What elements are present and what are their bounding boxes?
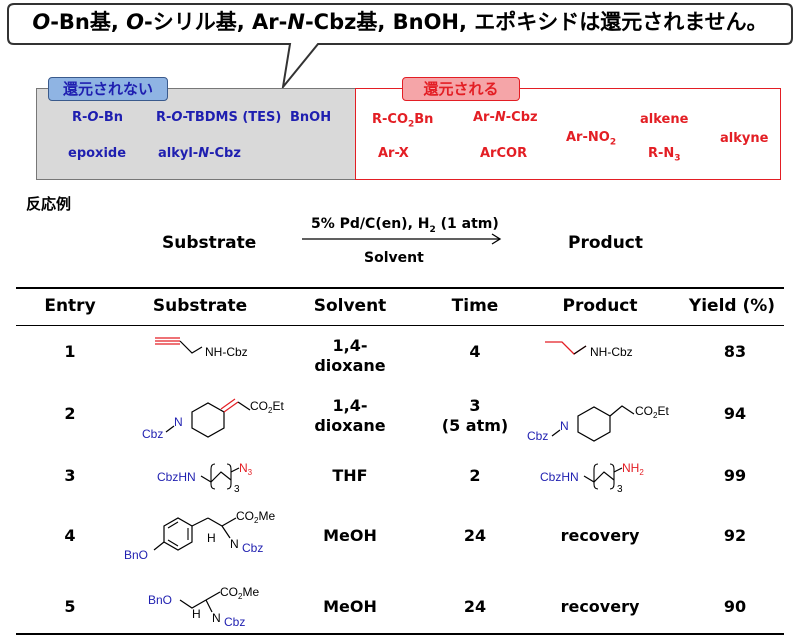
item-arcor: ArCOR: [480, 146, 528, 161]
substrate-3-structure: CbzHN 3 N3: [157, 461, 253, 494]
product-2-structure: CO2Et N Cbz: [527, 404, 669, 443]
svg-text:Cbz: Cbz: [224, 615, 245, 629]
table-row-product: recovery: [560, 526, 640, 545]
svg-text:3: 3: [234, 484, 240, 494]
not-reduced-label-text: 還元されない: [62, 80, 153, 98]
callout-part: O: [32, 10, 51, 34]
item-ar-n-cbz: Ar-N-Cbz: [473, 110, 538, 125]
svg-text:CbzHN: CbzHN: [157, 470, 196, 484]
svg-text:BnO: BnO: [148, 593, 172, 607]
table-row-entry: 5: [64, 597, 76, 616]
svg-text:N: N: [174, 415, 183, 429]
callout-part: -シリル基, Ar-: [144, 10, 288, 34]
table-row-entry: 1: [64, 342, 76, 361]
svg-text:CO2Me: CO2Me: [220, 585, 259, 601]
scheme-product: Product: [568, 233, 643, 253]
table-row-solvent: MeOH: [323, 597, 377, 616]
svg-text:NH-Cbz: NH-Cbz: [205, 345, 248, 359]
not-reduced-label: 還元されない: [48, 77, 168, 101]
reduced-label: 還元される: [402, 77, 520, 101]
svg-text:CO2Et: CO2Et: [250, 399, 284, 415]
table-row-time: 2: [469, 466, 481, 485]
svg-text:H: H: [192, 607, 201, 621]
item-r-o-tbdms: R-O-TBDMS (TES): [156, 110, 282, 125]
table-row-solvent: 1,4-dioxane: [314, 396, 386, 435]
table-row-product: recovery: [560, 597, 640, 616]
table-row-solvent: THF: [332, 466, 368, 485]
table-bottom-rule: [16, 633, 784, 635]
svg-text:3: 3: [617, 484, 623, 494]
table-top-rule: [16, 287, 784, 289]
item-r-co2bn: R-CO2Bn: [372, 112, 434, 130]
item-ar-no2: Ar-NO2: [566, 130, 617, 148]
reaction-arrow: [302, 233, 502, 245]
svg-text:N: N: [212, 611, 221, 625]
svg-text:CO2Me: CO2Me: [236, 509, 275, 525]
svg-text:Cbz: Cbz: [142, 427, 163, 441]
svg-text:CbzHN: CbzHN: [540, 470, 579, 484]
svg-text:Cbz: Cbz: [527, 429, 548, 443]
substrate-5-structure: BnO CO2Me N Cbz H: [148, 585, 259, 629]
svg-text:N: N: [560, 419, 569, 433]
table-row-entry: 4: [64, 526, 76, 545]
header-entry: Entry: [44, 296, 96, 316]
scheme-substrate: Substrate: [162, 233, 257, 253]
table-row-entry: 3: [64, 466, 76, 485]
not-reduced-box: [36, 88, 356, 180]
svg-text:BnO: BnO: [124, 548, 148, 562]
table-row-solvent: MeOH: [323, 526, 377, 545]
substrate-4-structure: CO2Me N Cbz H BnO: [124, 509, 275, 562]
item-epoxide: epoxide: [68, 146, 127, 161]
section-title: 反応例: [26, 195, 72, 213]
item-alkene: alkene: [640, 112, 689, 127]
svg-text:CO2Et: CO2Et: [635, 404, 669, 420]
item-r-o-bn: R-O-Bn: [72, 110, 124, 125]
scheme-solvent: Solvent: [364, 250, 424, 266]
svg-text:NH2: NH2: [622, 461, 644, 477]
table-row-yield: 92: [723, 526, 747, 545]
substrate-1-structure: NH-Cbz: [155, 337, 248, 359]
reduced-box: [355, 88, 781, 180]
item-bnoh: BnOH: [290, 110, 332, 125]
svg-text:NH-Cbz: NH-Cbz: [590, 345, 633, 359]
item-ar-x: Ar-X: [378, 146, 409, 161]
svg-text:Cbz: Cbz: [242, 541, 263, 555]
product-3-structure: CbzHN 3 NH2: [540, 461, 644, 494]
table-row-time: 3(5 atm): [441, 396, 509, 435]
table-row-entry: 2: [64, 404, 76, 423]
header-product: Product: [562, 296, 638, 316]
table-header-rule: [16, 325, 784, 326]
product-1-structure: NH-Cbz: [545, 341, 633, 359]
table-row-yield: 99: [723, 466, 747, 485]
item-alkyne: alkyne: [720, 131, 769, 146]
callout-text: O-Bn基, O-シリル基, Ar-N-Cbz基, BnOH, エポキシドは還元…: [14, 6, 786, 36]
substrate-2-structure: CO2Et N Cbz: [142, 398, 284, 441]
header-time: Time: [451, 296, 499, 316]
table-row-time: 24: [463, 597, 487, 616]
table-row-yield: 83: [723, 342, 747, 361]
header-yield: Yield (%): [688, 296, 776, 316]
callout-part: -Bn基,: [50, 10, 127, 34]
reduced-label-text: 還元される: [423, 80, 499, 98]
table-row-solvent: 1,4-dioxane: [314, 336, 386, 375]
scheme-conditions: 5% Pd/C(en), H2 (1 atm): [311, 216, 499, 235]
table-row-yield: 90: [723, 597, 747, 616]
table-row-time: 24: [463, 526, 487, 545]
item-alkyl-n-cbz: alkyl-N-Cbz: [158, 146, 241, 161]
callout-part: -Cbz基, BnOH, エポキシドは還元されません。: [304, 10, 768, 34]
header-solvent: Solvent: [313, 296, 387, 316]
svg-text:N: N: [230, 537, 239, 551]
header-substrate: Substrate: [152, 296, 248, 316]
callout-part: O: [126, 10, 145, 34]
table-row-yield: 94: [723, 404, 747, 423]
svg-text:N3: N3: [239, 461, 253, 477]
table-row-time: 4: [469, 342, 481, 361]
svg-text:H: H: [207, 531, 216, 545]
callout-bubble: [7, 3, 793, 91]
item-r-n3: R-N3: [648, 146, 681, 164]
callout-part: N: [287, 10, 305, 34]
